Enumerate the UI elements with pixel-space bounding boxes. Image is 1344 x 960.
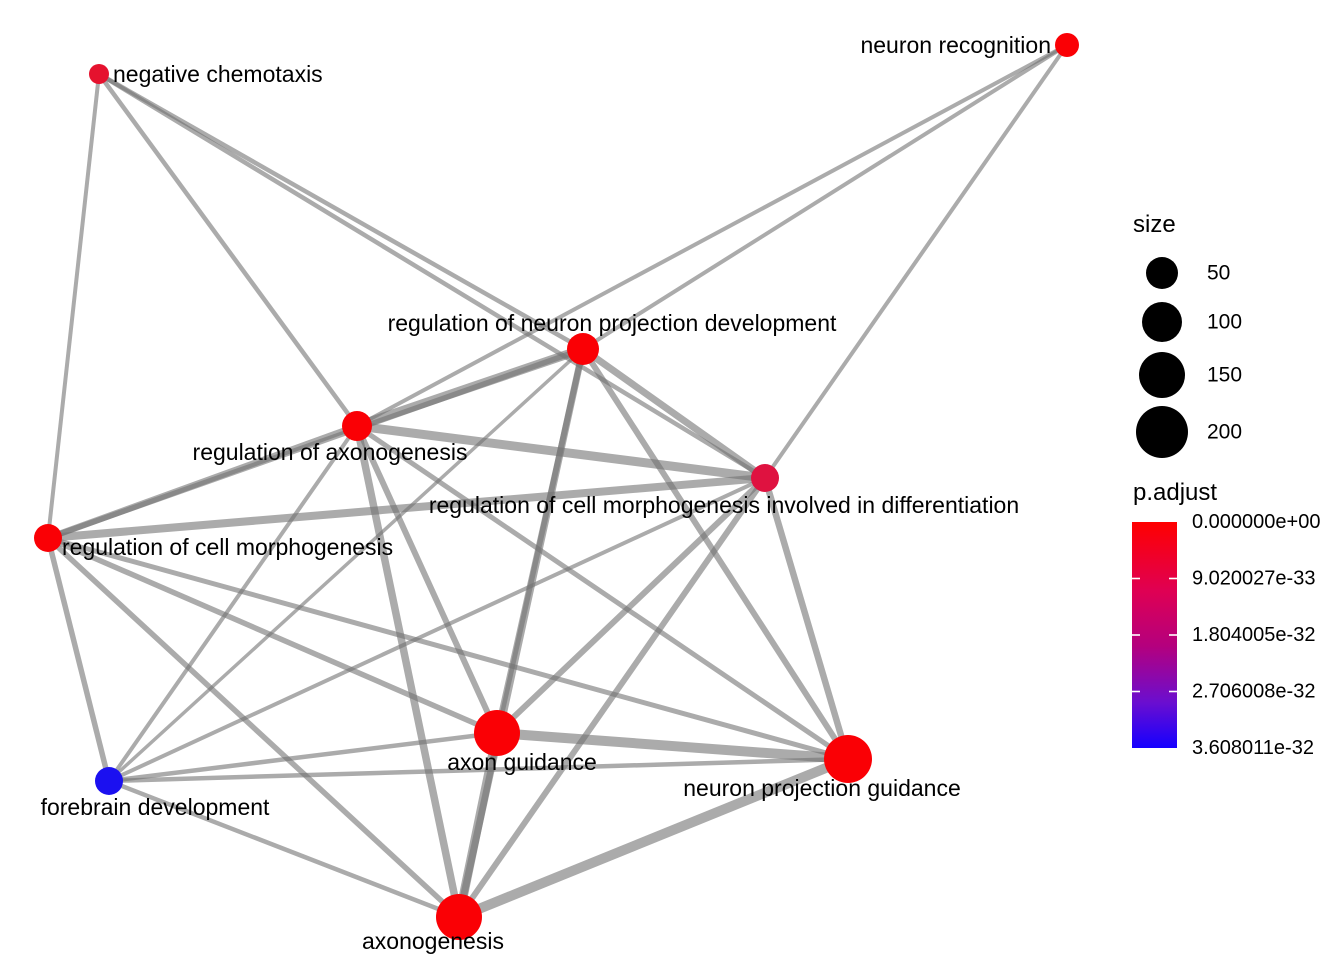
node-label-axonogenesis: axonogenesis — [362, 928, 504, 954]
node-label-forebrain-development: forebrain development — [41, 794, 270, 820]
node-neuron-projection-guidance[interactable] — [824, 735, 872, 783]
edge-reg-cell-morphogenesis-diff--forebrain-development — [108, 476, 766, 783]
padjust-tick-label-4: 3.608011e-32 — [1192, 737, 1314, 759]
size-legend-circle-150 — [1139, 352, 1185, 398]
edge-axon-guidance--neuron-projection-guidance — [496, 728, 849, 764]
node-label-negative-chemotaxis: negative chemotaxis — [113, 61, 323, 87]
node-label-neuron-recognition: neuron recognition — [860, 32, 1051, 58]
node-forebrain-development[interactable] — [95, 767, 123, 795]
padjust-tick-label-0: 0.000000e+00 — [1192, 511, 1320, 533]
size-legend-label-200: 200 — [1207, 421, 1242, 444]
node-label-axon-guidance: axon guidance — [447, 749, 597, 775]
node-label-neuron-projection-guidance: neuron projection guidance — [683, 775, 960, 801]
edge-negative-chemotaxis--reg-cell-morphogenesis — [46, 73, 101, 539]
edge-reg-neuron-projection-development--reg-cell-morphogenesis-diff — [580, 346, 768, 481]
edge-axon-guidance--forebrain-development — [108, 730, 498, 784]
padjust-tick-label-2: 1.804005e-32 — [1192, 624, 1315, 646]
edge-axon-guidance--axonogenesis — [454, 732, 502, 918]
edge-neuron-recognition--reg-neuron-projection-development — [581, 43, 1069, 351]
edge-negative-chemotaxis--reg-cell-morphogenesis-diff — [97, 72, 767, 480]
edge-negative-chemotaxis--reg-axonogenesis — [97, 72, 359, 428]
edge-reg-axonogenesis--reg-cell-morphogenesis — [46, 422, 359, 542]
size-legend-label-50: 50 — [1207, 262, 1230, 285]
padjust-tick-label-1: 9.020027e-33 — [1192, 568, 1315, 590]
size-legend-circle-100 — [1142, 302, 1182, 342]
padjust-tick-label-3: 2.706008e-32 — [1192, 681, 1315, 703]
node-label-reg-cell-morphogenesis-diff: regulation of cell morphogenesis involve… — [429, 492, 1019, 518]
edge-reg-axonogenesis--neuron-projection-guidance — [355, 423, 850, 762]
size-legend-circle-50 — [1146, 257, 1178, 289]
node-axonogenesis[interactable] — [436, 894, 482, 940]
edge-neuron-recognition--reg-cell-morphogenesis-diff — [763, 43, 1069, 480]
node-reg-cell-morphogenesis[interactable] — [34, 524, 62, 552]
edge-reg-axonogenesis--axon-guidance — [354, 424, 500, 735]
edge-reg-cell-morphogenesis-diff--axon-guidance — [494, 475, 768, 736]
edge-reg-cell-morphogenesis--axonogenesis — [46, 535, 461, 920]
edge-reg-cell-morphogenesis-diff--reg-cell-morphogenesis — [47, 474, 766, 542]
node-reg-cell-morphogenesis-diff[interactable] — [751, 464, 779, 492]
size-legend-title: size — [1133, 211, 1176, 238]
node-axon-guidance[interactable] — [474, 710, 520, 756]
node-neuron-recognition[interactable] — [1055, 33, 1079, 57]
edge-axonogenesis--neuron-projection-guidance — [457, 754, 850, 922]
edge-reg-cell-morphogenesis--axon-guidance — [46, 535, 499, 736]
nodes-layer — [34, 33, 1079, 940]
edge-neuron-recognition--reg-axonogenesis — [356, 43, 1068, 428]
size-legend-circle-200 — [1136, 406, 1188, 458]
node-label-reg-neuron-projection-development: regulation of neuron projection developm… — [388, 310, 837, 336]
node-reg-neuron-projection-development[interactable] — [567, 333, 599, 365]
edge-reg-axonogenesis--reg-cell-morphogenesis-diff — [356, 421, 766, 483]
node-negative-chemotaxis[interactable] — [89, 64, 109, 84]
edges-layer — [45, 43, 1069, 922]
edge-reg-neuron-projection-development--forebrain-development — [107, 347, 585, 783]
node-label-reg-cell-morphogenesis: regulation of cell morphogenesis — [62, 534, 393, 560]
edge-reg-cell-morphogenesis--forebrain-development — [45, 537, 112, 782]
edge-neuron-projection-guidance--forebrain-development — [108, 756, 849, 784]
node-reg-axonogenesis[interactable] — [342, 411, 372, 441]
padjust-legend-title: p.adjust — [1133, 479, 1217, 506]
edge-reg-cell-morphogenesis--neuron-projection-guidance — [47, 535, 849, 762]
padjust-legend: p.adjust 0.000000e+00 9.020027e-33 1.80400… — [1132, 479, 1320, 759]
size-legend: size 50 100 150 200 — [1133, 211, 1242, 458]
size-legend-label-100: 100 — [1207, 311, 1242, 334]
labels-layer: negative chemotaxis neuron recognition reg… — [41, 32, 1051, 954]
size-legend-label-150: 150 — [1207, 364, 1242, 387]
edge-reg-cell-morphogenesis-diff--axonogenesis — [456, 476, 768, 919]
edge-axonogenesis--forebrain-development — [108, 778, 460, 920]
node-label-reg-axonogenesis: regulation of axonogenesis — [193, 439, 468, 465]
edge-negative-chemotaxis--reg-neuron-projection-development — [97, 72, 585, 351]
edge-reg-cell-morphogenesis-diff--neuron-projection-guidance — [761, 477, 852, 760]
edge-reg-axonogenesis--forebrain-development — [107, 424, 359, 783]
